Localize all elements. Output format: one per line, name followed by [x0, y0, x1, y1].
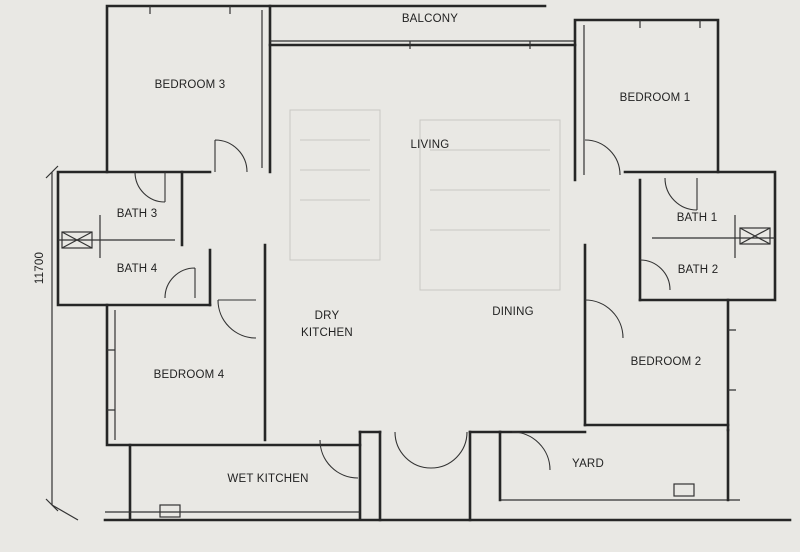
door-swings [134, 139, 698, 479]
label-bath-1: BATH 1 [677, 212, 718, 224]
label-bath-4: BATH 4 [117, 263, 158, 275]
label-wet-kitchen: WET KITCHEN [227, 473, 308, 485]
background-ghost-lines [289, 109, 561, 291]
dimension-label: 11700 [34, 252, 46, 284]
label-bath-2: BATH 2 [678, 264, 719, 276]
label-bath-3: BATH 3 [117, 208, 158, 220]
label-dry-kitchen-line2: KITCHEN [301, 327, 353, 339]
label-dry-kitchen-line1: DRY [315, 310, 340, 322]
exterior-walls [56, 4, 792, 522]
window-marks [107, 6, 736, 411]
label-yard: YARD [572, 458, 604, 470]
label-bedroom-4: BEDROOM 4 [154, 369, 225, 381]
label-dining: DINING [492, 306, 533, 318]
label-bedroom-3: BEDROOM 3 [155, 79, 226, 91]
label-living: LIVING [411, 139, 450, 151]
label-bedroom-1: BEDROOM 1 [620, 92, 691, 104]
label-balcony: BALCONY [402, 13, 458, 25]
label-bedroom-2: BEDROOM 2 [631, 356, 702, 368]
room-labels: BALCONY BEDROOM 3 BEDROOM 1 LIVING BATH … [117, 13, 719, 485]
dimension-line: 11700 [34, 165, 79, 521]
